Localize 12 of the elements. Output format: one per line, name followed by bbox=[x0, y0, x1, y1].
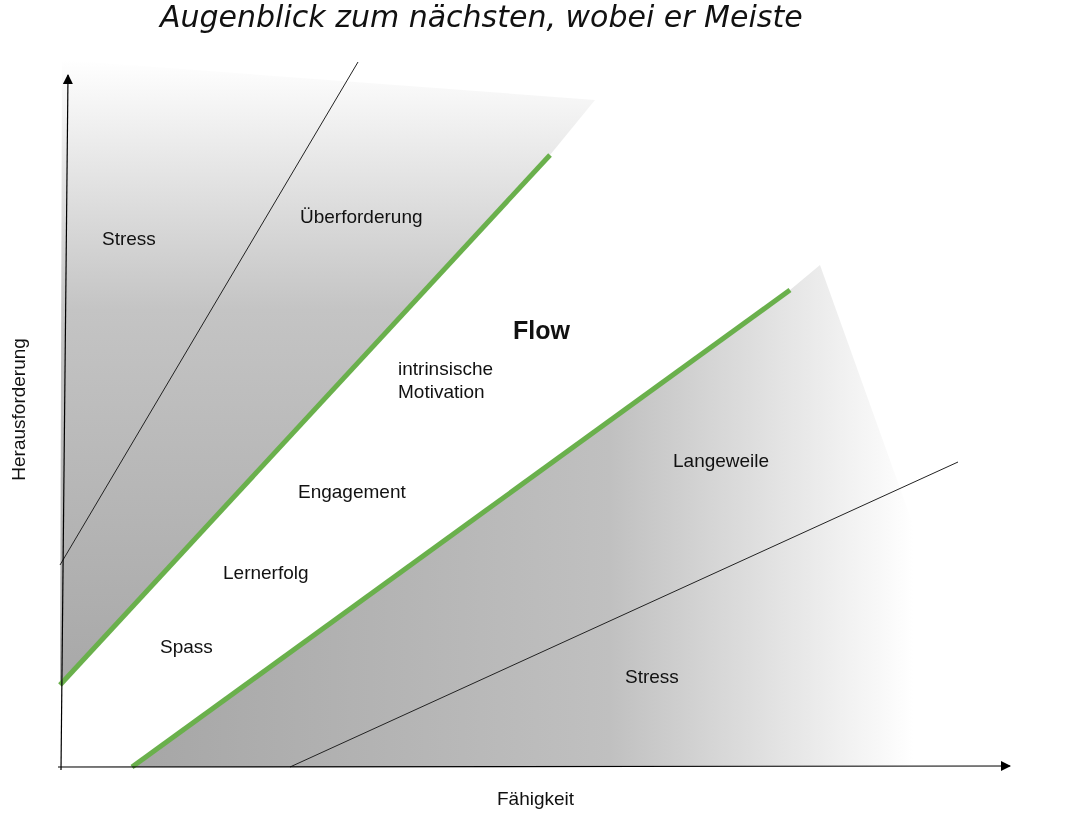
zone-label: intrinsische Motivation bbox=[398, 358, 495, 404]
axis-label: Herausforderung bbox=[7, 338, 30, 481]
zone-label: Stress bbox=[102, 228, 156, 251]
zone-title: Flow bbox=[513, 315, 570, 345]
axis-label: Fähigkeit bbox=[497, 788, 575, 811]
heading-text: Augenblick zum nächsten, wobei er Meiste bbox=[160, 2, 803, 32]
zone-label: Lernerfolg bbox=[223, 562, 309, 585]
zone-label: Überforderung bbox=[300, 206, 423, 229]
zone-label: Spass bbox=[160, 636, 213, 659]
zone-label: Engagement bbox=[298, 481, 406, 504]
zone-label: Langeweile bbox=[673, 450, 770, 473]
zone-label: Stress bbox=[625, 666, 679, 689]
